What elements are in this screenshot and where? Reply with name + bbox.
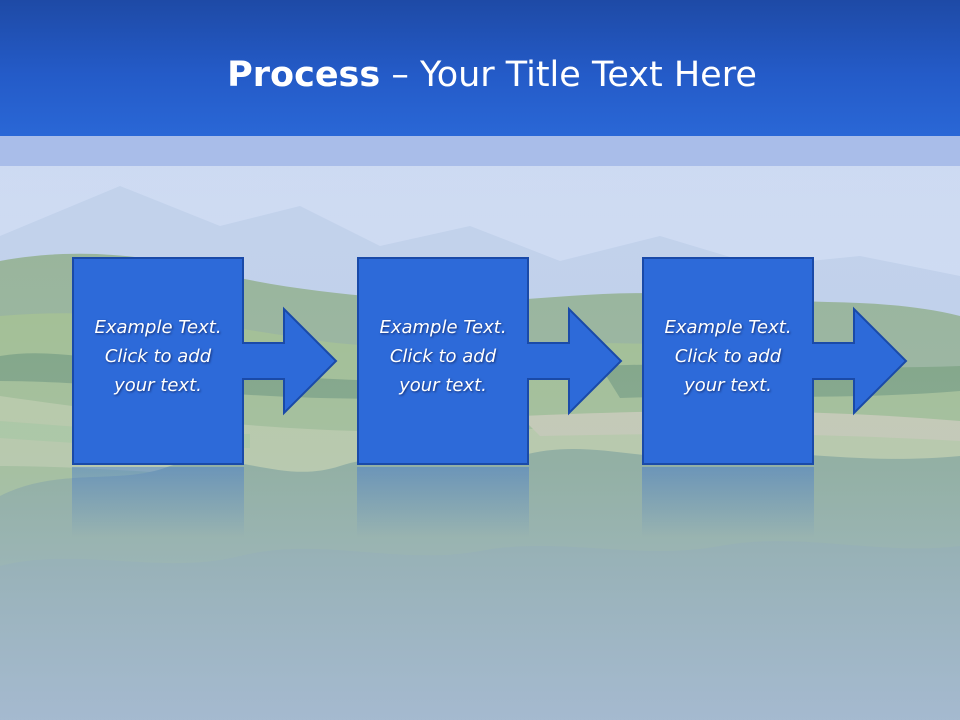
header-band: [0, 136, 960, 166]
step-2-reflection: [357, 467, 529, 537]
step-3-arrow-shape: [642, 257, 908, 465]
step-3-reflection: [642, 467, 814, 537]
step-1-arrow-shape: [72, 257, 338, 465]
step-1-line-1: Example Text.: [94, 317, 222, 338]
step-2-line-3: your text.: [399, 375, 487, 396]
step-2-arrow-shape: [357, 257, 623, 465]
step-3-line-1: Example Text.: [664, 317, 792, 338]
step-2-line-2: Click to add: [389, 346, 497, 367]
step-3-line-2: Click to add: [674, 346, 782, 367]
title-bold: Process: [227, 55, 381, 95]
step-1-reflection: [72, 467, 244, 537]
slide-title[interactable]: Process – Your Title Text Here: [0, 52, 960, 98]
title-bar: Process – Your Title Text Here: [0, 0, 960, 136]
step-1-line-2: Click to add: [104, 346, 212, 367]
step-2-text[interactable]: Example Text. Click to add your text.: [361, 313, 525, 400]
step-3-line-3: your text.: [684, 375, 772, 396]
process-step-1[interactable]: Example Text. Click to add your text.: [72, 257, 338, 465]
step-2-line-1: Example Text.: [379, 317, 507, 338]
process-step-2[interactable]: Example Text. Click to add your text.: [357, 257, 623, 465]
step-1-text[interactable]: Example Text. Click to add your text.: [76, 313, 240, 400]
step-3-text[interactable]: Example Text. Click to add your text.: [646, 313, 810, 400]
step-1-line-3: your text.: [114, 375, 202, 396]
process-step-3[interactable]: Example Text. Click to add your text.: [642, 257, 908, 465]
title-rest: – Your Title Text Here: [380, 55, 757, 95]
